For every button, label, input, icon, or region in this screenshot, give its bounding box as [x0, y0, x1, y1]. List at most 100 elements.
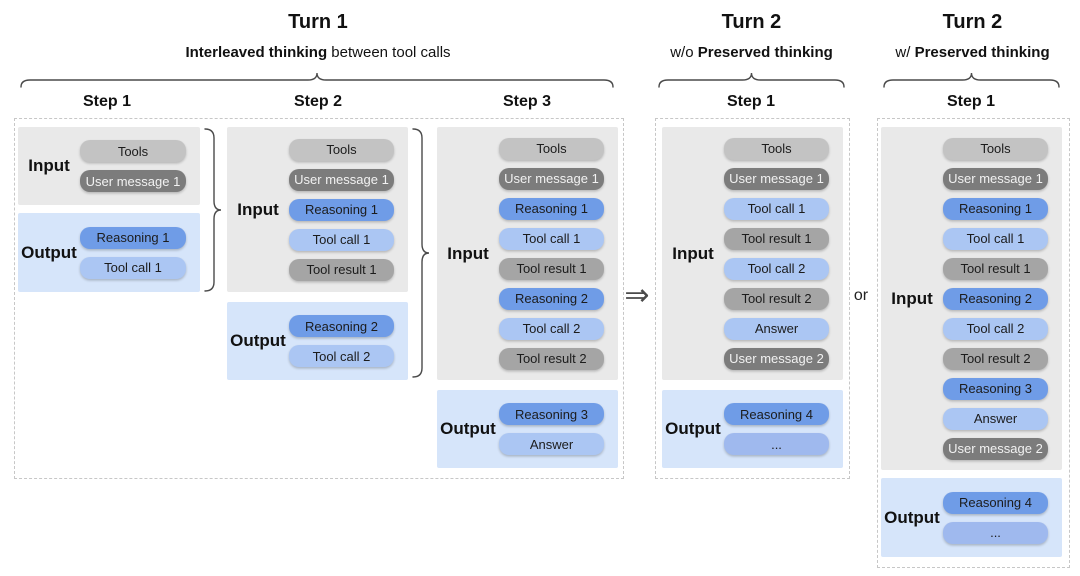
tool-result-pill: Tool result 2	[499, 347, 604, 370]
subtitle-part: Interleaved thinking	[185, 44, 328, 61]
tools-pill: Tools	[724, 137, 829, 160]
user-message-pill: User message 1	[724, 167, 829, 190]
input-label: Input	[28, 156, 70, 175]
step-label: Step 3	[502, 93, 551, 110]
tools-pill: Tools	[80, 140, 186, 162]
tool-call-pill: Tool call 1	[80, 256, 186, 279]
user-message-pill: User message 1	[499, 167, 604, 190]
tool-call-pill: Tool call 1	[499, 227, 604, 250]
reasoning-pill: Reasoning 1	[943, 197, 1048, 220]
reasoning-pill: Reasoning 4	[943, 491, 1048, 514]
step-label: Step 1	[82, 93, 131, 110]
group-subtitle: Interleaved thinking between tool calls	[0, 44, 642, 62]
step-label: Step 1	[946, 93, 995, 110]
tool-call-pill: Tool call 2	[499, 317, 604, 340]
header-brace-icon	[658, 71, 845, 89]
user-message-pill: User message 1	[289, 168, 394, 191]
pill-list: Reasoning 4...	[943, 478, 1062, 557]
step-label: Step 2	[293, 93, 342, 110]
output-label: Output	[884, 507, 940, 527]
output-label: Output	[21, 242, 77, 262]
group-dashed-box	[14, 118, 624, 479]
tool-call-pill: Tool call 1	[724, 197, 829, 220]
output-label: Output	[440, 419, 496, 438]
answer-pill: Answer	[724, 317, 829, 340]
answer-pill: Answer	[943, 407, 1048, 430]
group-subtitle: w/o Preserved thinking	[635, 44, 868, 62]
pill-list: Reasoning 1 Tool call 1	[80, 213, 200, 292]
group-title: Turn 2	[942, 11, 1003, 33]
header-brace-icon	[20, 71, 614, 89]
tool-call-pill: Tool call 1	[289, 228, 394, 251]
ellipsis-pill: ...	[943, 521, 1048, 544]
user-message-pill: User message 1	[943, 167, 1048, 190]
reasoning-pill: Reasoning 2	[289, 315, 394, 337]
tools-pill: Tools	[499, 137, 604, 160]
tool-call-pill: Tool call 2	[943, 317, 1048, 340]
tool-result-pill: Tool result 2	[943, 347, 1048, 370]
subtitle-part: Preserved thinking	[914, 44, 1050, 61]
or-label: or	[853, 287, 869, 304]
output-label: Output	[230, 331, 286, 350]
answer-pill: Answer	[499, 433, 604, 455]
tool-call-pill: Tool call 1	[943, 227, 1048, 250]
step-brace-icon	[202, 128, 222, 292]
tool-result-pill: Tool result 1	[943, 257, 1048, 280]
tool-call-pill: Tool call 2	[724, 257, 829, 280]
tool-result-pill: Tool result 2	[724, 287, 829, 310]
tools-pill: Tools	[289, 138, 394, 161]
group-title: Turn 2	[721, 11, 782, 33]
tool-call-pill: Tool call 2	[289, 345, 394, 367]
user-message-pill: User message 1	[80, 170, 186, 192]
ellipsis-pill: ...	[724, 433, 829, 455]
subtitle-part: Preserved thinking	[697, 44, 833, 61]
tool-result-pill: Tool result 1	[499, 257, 604, 280]
subtitle-part: w/o	[670, 44, 698, 61]
reasoning-pill: Reasoning 3	[943, 377, 1048, 400]
input-label: Input	[891, 288, 933, 308]
group-dashed-box	[877, 118, 1070, 568]
output-label: Output	[665, 419, 721, 438]
header-brace-icon	[883, 71, 1060, 89]
reasoning-pill: Reasoning 1	[80, 226, 186, 249]
pill-list: Reasoning 3 Answer	[499, 390, 618, 468]
reasoning-pill: Reasoning 1	[289, 198, 394, 221]
tool-result-pill: Tool result 1	[289, 258, 394, 281]
pill-list: Reasoning 4...	[724, 390, 843, 468]
subtitle-part: w/	[895, 44, 915, 61]
reasoning-pill: Reasoning 2	[943, 287, 1048, 310]
user-message-pill: User message 2	[943, 437, 1048, 460]
input-label: Input	[237, 199, 279, 219]
group-dashed-box	[655, 118, 850, 479]
group-title: Turn 1	[288, 11, 348, 33]
tool-result-pill: Tool result 1	[724, 227, 829, 250]
implies-arrow-icon: ⇒	[624, 278, 650, 312]
reasoning-pill: Reasoning 1	[499, 197, 604, 220]
user-message-pill: User message 2	[724, 347, 829, 370]
input-label: Input	[672, 243, 714, 263]
step-brace-icon	[410, 128, 430, 378]
reasoning-pill: Reasoning 3	[499, 403, 604, 425]
group-subtitle: w/ Preserved thinking	[857, 44, 1080, 62]
step-label: Step 1	[726, 93, 775, 110]
subtitle-part: between tool calls	[327, 44, 451, 61]
input-label: Input	[447, 243, 489, 263]
reasoning-pill: Reasoning 4	[724, 403, 829, 425]
pill-list: Reasoning 2 Tool call 2	[289, 302, 408, 380]
